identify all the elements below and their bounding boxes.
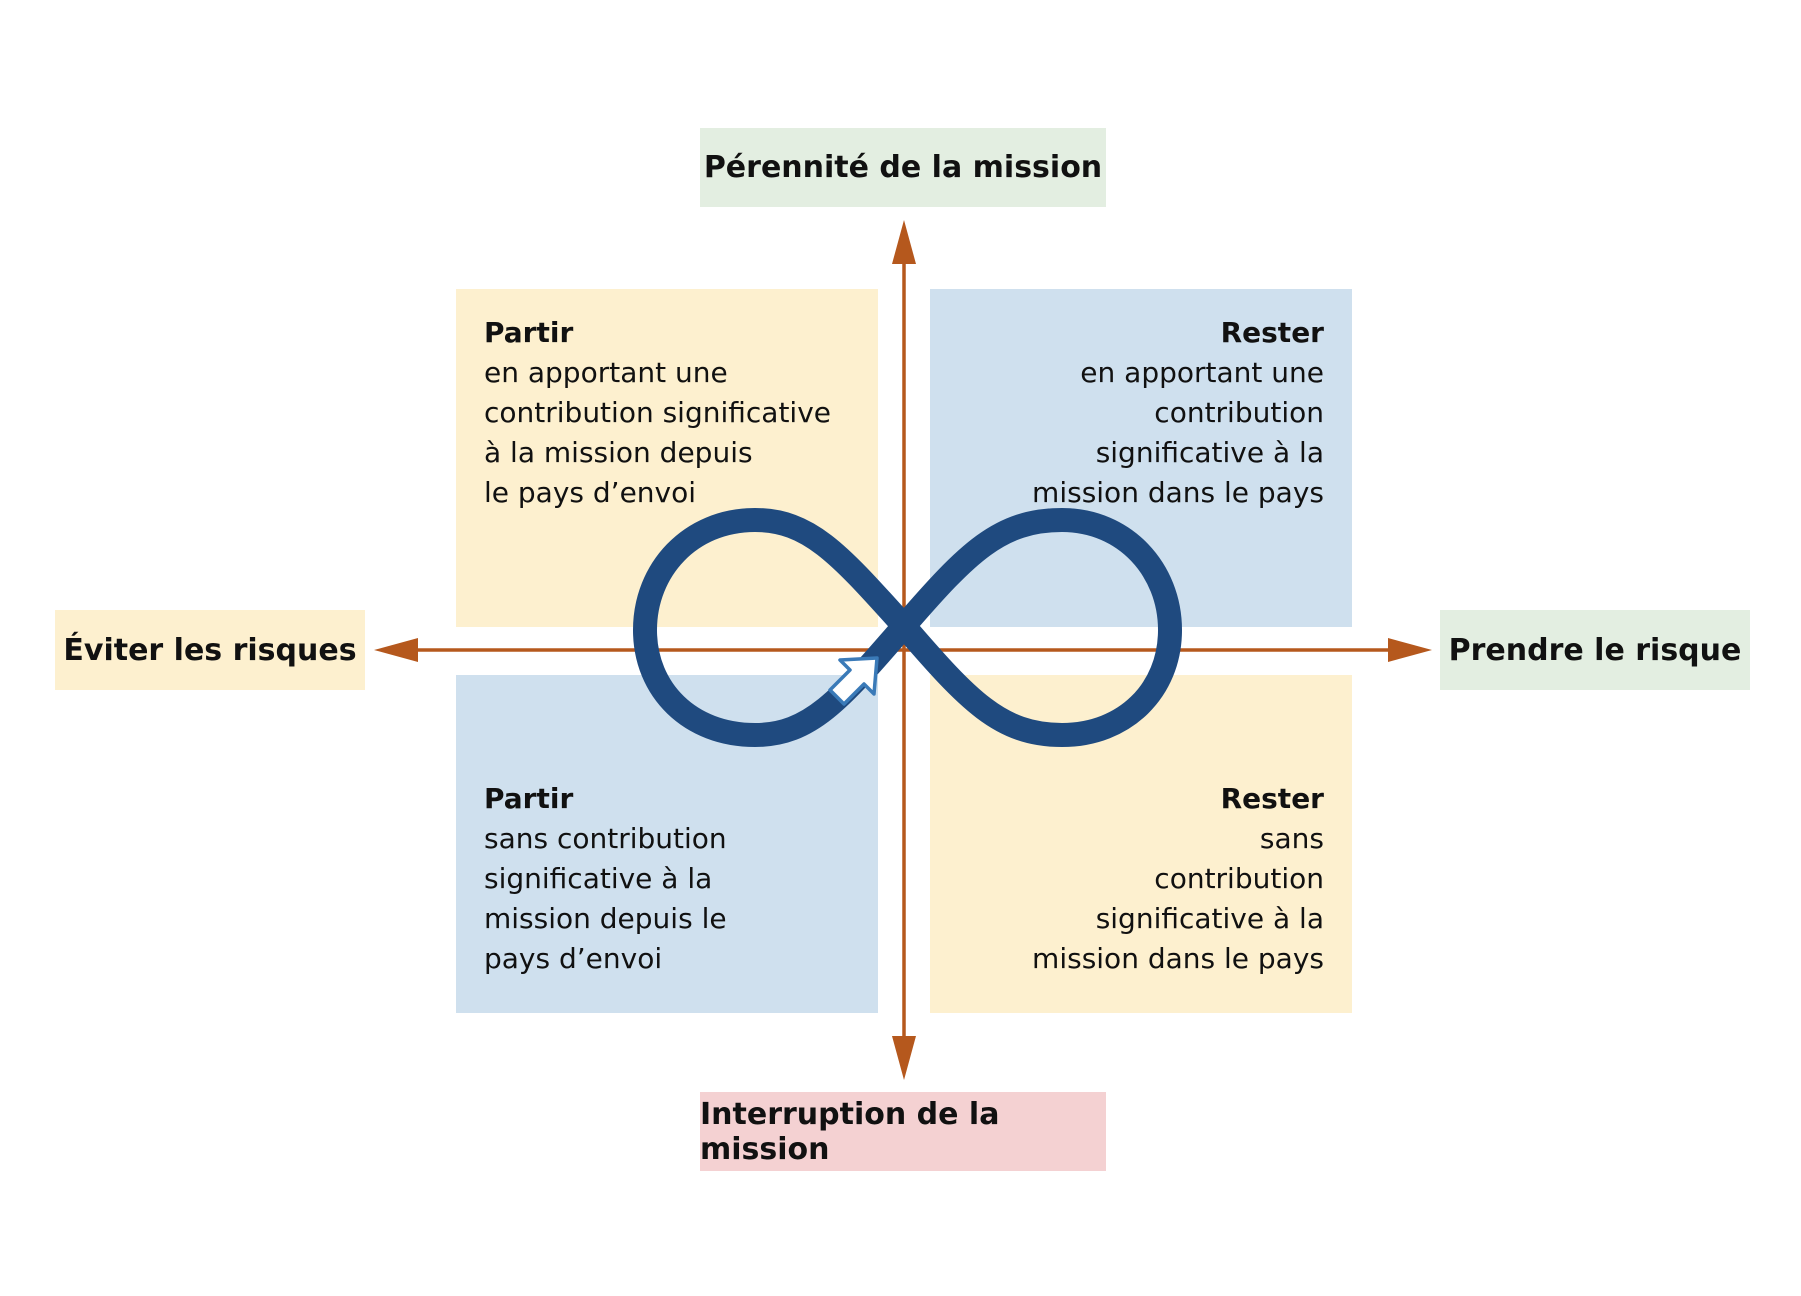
arrow-left-icon: [374, 638, 418, 662]
quadrant-text: en apportant une contribution significat…: [1032, 356, 1324, 509]
quadrant-title: Rester: [1220, 782, 1324, 815]
infinity-icon: [632, 507, 1183, 748]
quadrant-title: Partir: [484, 316, 574, 349]
quadrant-text: en apportant une contribution significat…: [484, 356, 832, 509]
label-bottom: Interruption de la mission: [700, 1092, 1106, 1171]
axes: [374, 220, 1432, 1080]
quadrant-title: Partir: [484, 782, 574, 815]
arrow-right-icon: [1388, 638, 1432, 662]
label-right: Prendre le risque: [1440, 610, 1750, 690]
quadrant-top-left: Partir en apportant une contribution sig…: [456, 289, 878, 627]
quadrant-top-right: Rester en apportant une contribution sig…: [930, 289, 1352, 627]
quadrant-text: sans contribution significative à la mis…: [484, 822, 727, 975]
arrow-pointer-icon: [828, 656, 879, 706]
label-top: Pérennité de la mission: [700, 128, 1106, 207]
quadrant-text: sans contribution significative à la mis…: [1032, 822, 1324, 975]
arrow-up-icon: [892, 220, 916, 264]
arrow-down-icon: [892, 1036, 916, 1080]
quadrant-title: Rester: [1220, 316, 1324, 349]
label-left: Éviter les risques: [55, 610, 365, 690]
